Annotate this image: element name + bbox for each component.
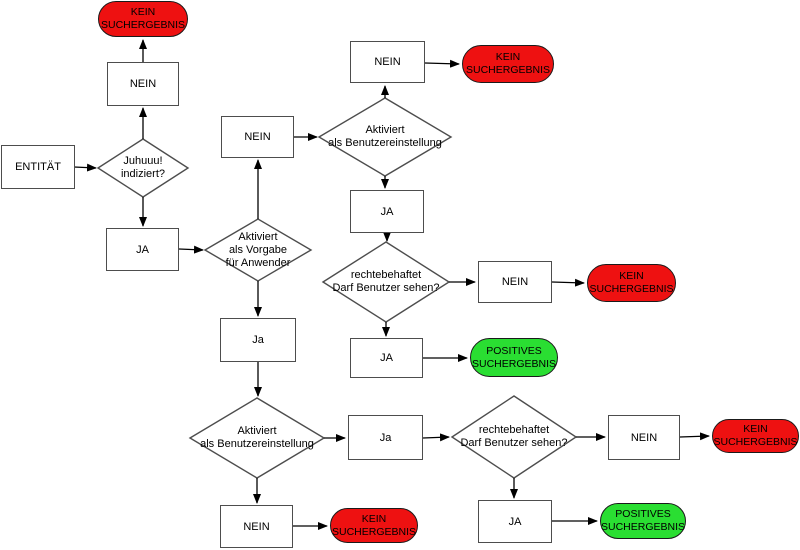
node-label-text: Aktiviert als Benutzereinstellung xyxy=(328,124,442,149)
node-label-text: KEIN SUCHERGEBNIS xyxy=(713,423,798,448)
node-label-text: POSITIVES SUCHERGEBNIS xyxy=(601,508,686,533)
node-label-text: NEIN xyxy=(630,431,658,444)
node-no-user-setting-bottom: NEIN xyxy=(220,505,293,548)
flow-arrow xyxy=(679,432,710,441)
node-no-user-setting-top: NEIN xyxy=(350,41,425,83)
node-label-text: JA xyxy=(136,243,149,256)
node-label-text: POSITIVES SUCHERGEBNIS xyxy=(471,344,556,370)
node-label-text: Juhuuu! indiziert? xyxy=(120,155,166,180)
flow-arrow xyxy=(178,245,204,254)
node-terminal-no-result-5: KEIN SUCHERGEBNIS xyxy=(330,508,418,543)
node-no-default: NEIN xyxy=(221,116,294,158)
node-label-text: KEIN SUCHERGEBNIS xyxy=(100,6,185,31)
node-label-decision-default-for-users: Aktiviert als Vorgabe für Anwender xyxy=(178,220,338,280)
node-terminal-positive-1: POSITIVES SUCHERGEBNIS xyxy=(470,338,558,377)
node-decision-indexed xyxy=(96,138,190,198)
node-yes-default: Ja xyxy=(220,318,296,362)
node-yes-indexed: JA xyxy=(106,228,179,271)
flow-arrow xyxy=(73,163,97,172)
node-label-text: JA xyxy=(380,205,394,218)
node-yes-user-setting-bottom: Ja xyxy=(348,415,423,460)
node-label-text: KEIN SUCHERGEBNIS xyxy=(465,51,550,76)
node-decision-default-for-users xyxy=(203,218,313,282)
node-label-text: Ja xyxy=(252,334,264,346)
node-label-decision-user-setting-bottom: Aktiviert als Benutzereinstellung xyxy=(177,408,337,468)
node-terminal-positive-2: POSITIVES SUCHERGEBNIS xyxy=(600,503,686,539)
node-label-decision-user-setting-top: Aktiviert als Benutzereinstellung xyxy=(305,107,465,167)
node-label-decision-indexed: Juhuuu! indiziert? xyxy=(63,138,223,198)
node-label-decision-rights-bottom: rechtebehaftet Darf Benutzer sehen? xyxy=(434,407,594,467)
flow-arrow xyxy=(422,433,450,442)
node-entity: ENTITÄT xyxy=(1,145,75,189)
node-no-rights-bottom: NEIN xyxy=(608,415,680,460)
flow-arrow xyxy=(424,59,460,68)
node-terminal-no-result-3: KEIN SUCHERGEBNIS xyxy=(587,264,676,302)
node-terminal-no-result-1: KEIN SUCHERGEBNIS xyxy=(98,1,188,37)
node-terminal-no-result-4: KEIN SUCHERGEBNIS xyxy=(712,419,799,453)
node-no-rights-top: NEIN xyxy=(478,261,552,303)
node-label-text: NEIN xyxy=(501,276,529,288)
node-yes-rights-bottom: JA xyxy=(478,500,552,543)
node-label-text: NEIN xyxy=(243,520,270,533)
node-label-decision-rights-top: rechtebehaftet Darf Benutzer sehen? xyxy=(306,252,466,312)
node-label-text: KEIN SUCHERGEBNIS xyxy=(331,512,416,538)
node-label-text: JA xyxy=(380,352,393,364)
node-label-text: NEIN xyxy=(374,56,401,68)
node-yes-user-setting-top: JA xyxy=(350,190,424,233)
node-label-text: Aktiviert als Benutzereinstellung xyxy=(200,425,314,450)
node-label-text: KEIN SUCHERGEBNIS xyxy=(589,270,674,295)
node-decision-user-setting-top xyxy=(317,97,453,177)
node-yes-rights-top: JA xyxy=(350,338,423,378)
node-label-text: ENTITÄT xyxy=(15,161,61,173)
node-label-text: Ja xyxy=(379,431,392,444)
node-terminal-no-result-2: KEIN SUCHERGEBNIS xyxy=(462,45,554,83)
node-label-text: rechtebehaftet Darf Benutzer sehen? xyxy=(460,424,568,449)
node-label-text: JA xyxy=(508,515,522,528)
node-label-text: NEIN xyxy=(129,78,157,90)
node-label-text: NEIN xyxy=(244,131,271,143)
node-label-text: rechtebehaftet Darf Benutzer sehen? xyxy=(332,269,440,294)
node-label-text: Aktiviert als Vorgabe für Anwender xyxy=(225,230,291,269)
node-no-indexed: NEIN xyxy=(107,62,179,106)
flow-arrow xyxy=(551,278,585,287)
